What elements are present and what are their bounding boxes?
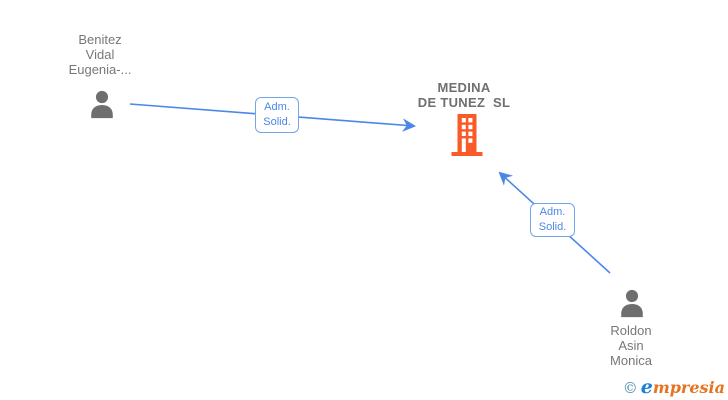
person1-line3: Eugenia-... (68, 62, 132, 77)
person2-line3: Monica (610, 353, 652, 368)
edge1-label-line1: Adm. (264, 101, 290, 113)
brand-name: mpresia (652, 378, 725, 397)
company-node-label[interactable]: MEDINA DE TUNEZ SL (389, 80, 539, 110)
person2-line2: Asin (618, 338, 644, 353)
company-line1: MEDINA (437, 80, 491, 95)
person-node-label-roldon[interactable]: Roldon Asin Monica (561, 323, 701, 368)
edge2-label-line1: Adm. (539, 206, 566, 218)
company-line2: DE TUNEZ SL (417, 95, 511, 110)
edge2-label-line2: Solid. (538, 221, 567, 233)
person1-line1: Benitez (78, 32, 122, 47)
person-icon[interactable] (617, 289, 647, 318)
person1-line2: Vidal (85, 47, 115, 62)
building-icon[interactable] (451, 114, 483, 156)
edge1-label-line2: Solid. (263, 116, 291, 128)
copyright-symbol: © (622, 379, 638, 397)
person2-line1: Roldon (610, 323, 652, 338)
empresia-watermark: ©empresia (623, 376, 725, 398)
edge-label-adm-solid-1: Adm. Solid. (255, 97, 299, 133)
brand-initial: e (640, 376, 653, 398)
person-icon[interactable] (87, 90, 117, 119)
edge-label-adm-solid-2: Adm. Solid. (530, 203, 575, 237)
person-node-label-benitez[interactable]: Benitez Vidal Eugenia-... (30, 32, 170, 77)
